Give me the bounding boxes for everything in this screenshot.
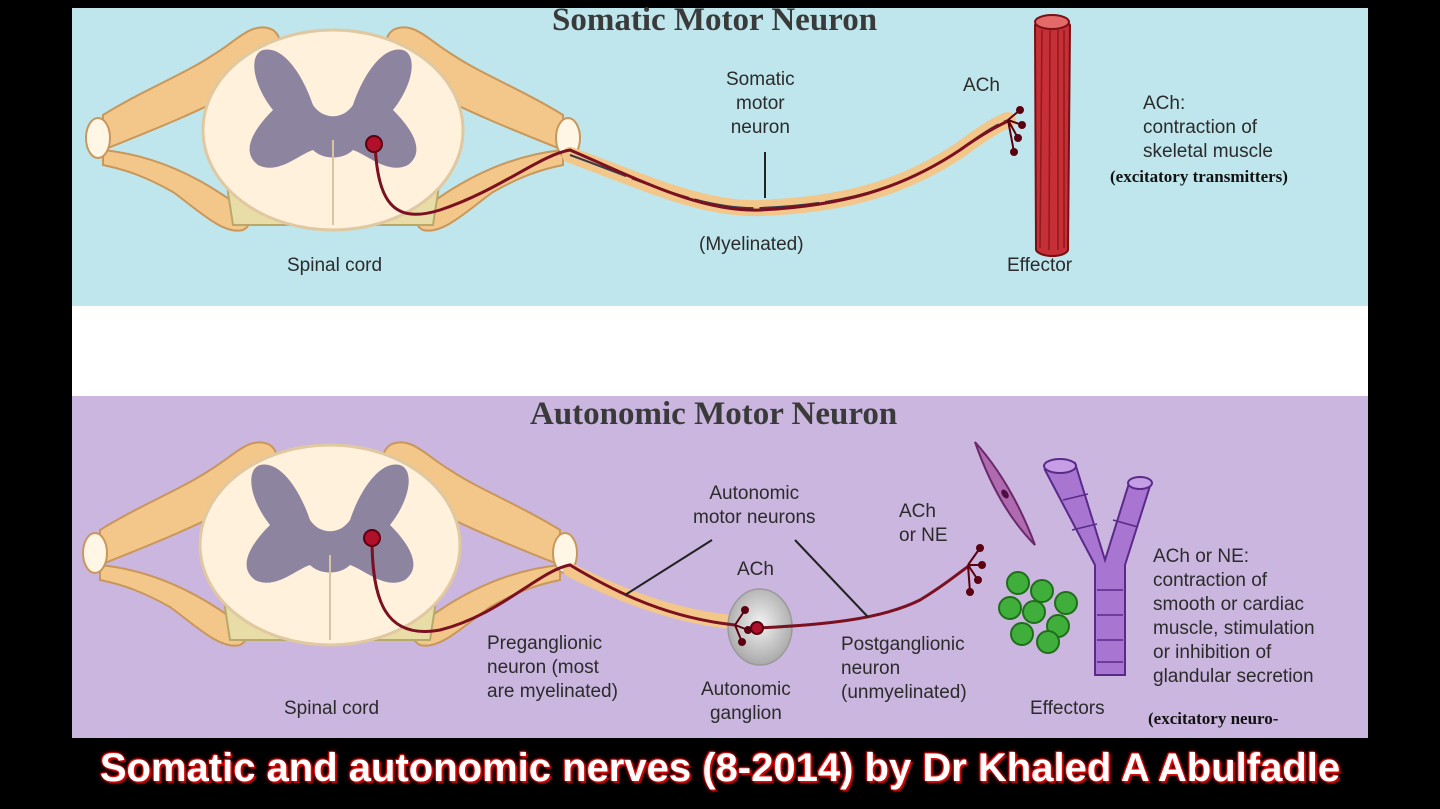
skeletal-muscle-effector — [1033, 14, 1072, 257]
smooth-muscle-cell — [974, 441, 1036, 546]
postganglionic-leader-line — [794, 539, 869, 618]
autonomic-spinal-cord — [81, 440, 579, 648]
autonomic-effect-text: ACh or NE: contraction of smooth or card… — [1153, 546, 1315, 687]
somatic-cell-body — [365, 135, 383, 153]
ganglion-synapse — [734, 606, 752, 646]
somatic-title: Somatic Motor Neuron — [552, 2, 878, 38]
ganglion-label: Autonomic ganglion — [701, 679, 791, 724]
ganglion-ach-label: ACh — [737, 559, 774, 580]
somatic-effect-text: ACh: contraction of skeletal muscle — [1143, 93, 1273, 162]
preganglionic-leader-line — [624, 539, 713, 596]
postganglionic-axon — [757, 563, 971, 630]
myelinated-label: (Myelinated) — [699, 234, 804, 255]
preganglionic-label: Preganglionic neuron (most are myelinate… — [487, 633, 618, 702]
blood-vessel-effector — [1043, 458, 1153, 676]
autonomic-neurons-label: Autonomic motor neurons — [693, 483, 816, 528]
video-caption: Somatic and autonomic nerves (8-2014) by… — [0, 740, 1440, 800]
somatic-spinal-cord — [84, 25, 582, 233]
preganglionic-axon — [370, 537, 736, 633]
autonomic-spinal-cord-label: Spinal cord — [284, 698, 380, 719]
effectors-label: Effectors — [1030, 698, 1105, 719]
ach-ne-label: ACh or NE — [899, 501, 948, 546]
gland-cells — [998, 571, 1078, 654]
autonomic-cell-body — [363, 529, 381, 547]
effector-label: Effector — [1007, 255, 1073, 276]
somatic-axon — [373, 118, 1011, 216]
somatic-spinal-cord-label: Spinal cord — [287, 255, 383, 276]
somatic-neuron-label: Somatic motor neuron — [726, 69, 795, 138]
postganglionic-label: Postganglionic neuron (unmyelinated) — [841, 634, 967, 703]
somatic-axon-terminal — [1007, 106, 1026, 156]
white-band — [72, 306, 1368, 396]
ganglion-cell-body — [750, 621, 764, 635]
autonomic-axon-terminal — [966, 544, 986, 596]
caption-text: Somatic and autonomic nerves (8-2014) by… — [99, 746, 1341, 790]
autonomic-transmitter-note: (excitatory neuro- — [1148, 709, 1279, 728]
somatic-ach-label: ACh — [963, 75, 1000, 96]
autonomic-title: Autonomic Motor Neuron — [530, 396, 898, 432]
somatic-transmitter-note: (excitatory transmitters) — [1110, 167, 1288, 186]
